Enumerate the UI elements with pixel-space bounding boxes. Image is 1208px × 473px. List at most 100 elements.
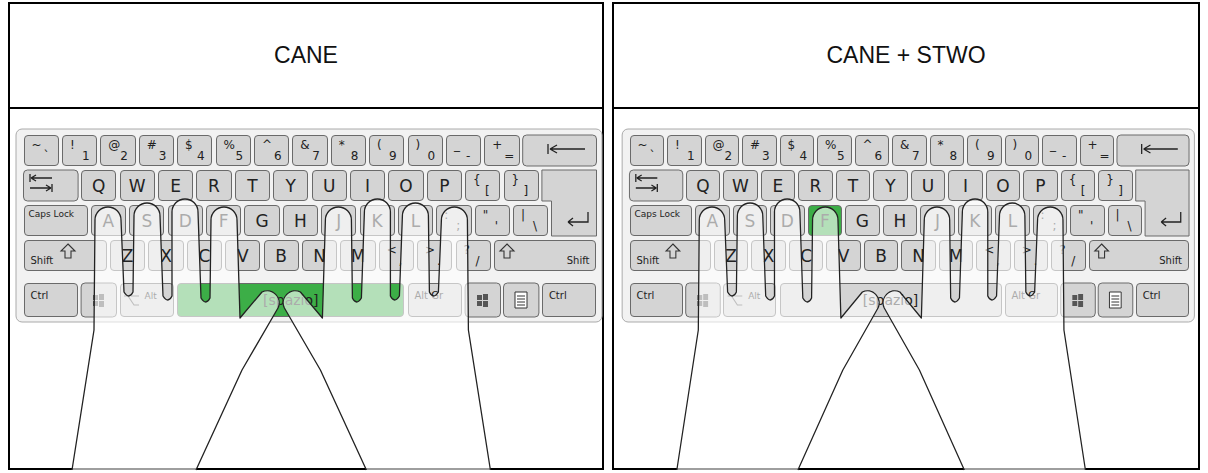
key-label: : bbox=[1041, 209, 1045, 221]
windows-key bbox=[465, 283, 500, 317]
keyboard-key: X bbox=[148, 240, 183, 271]
key-label: W bbox=[724, 177, 757, 194]
key-label: - bbox=[466, 150, 470, 162]
keyboard-key: Z bbox=[110, 240, 145, 271]
keyboard-key: Shift bbox=[24, 240, 107, 271]
key-label: _ bbox=[1050, 139, 1056, 151]
keyboard-key: _- bbox=[1042, 135, 1077, 166]
key-label: / bbox=[476, 255, 480, 267]
key-label: Q bbox=[687, 177, 720, 194]
key-label: O bbox=[987, 177, 1020, 194]
keyboard-key: I bbox=[948, 170, 983, 201]
keyboard-key: Shift bbox=[494, 240, 597, 271]
key-label: , bbox=[399, 255, 403, 267]
key-label: ` bbox=[44, 150, 50, 162]
keyboard-key: Y bbox=[273, 170, 308, 201]
key-label: P bbox=[428, 177, 461, 194]
key-label: ; bbox=[456, 220, 460, 232]
tab-icon bbox=[30, 174, 52, 192]
keyboard-key: M bbox=[340, 240, 375, 271]
keyboard-key: Q bbox=[81, 170, 116, 201]
keyboard-key: P bbox=[1023, 170, 1058, 201]
keyboard-key: *8 bbox=[930, 135, 965, 166]
keyboard-key: O bbox=[388, 170, 423, 201]
key-label: V bbox=[226, 247, 259, 264]
key-label: ~ bbox=[32, 139, 42, 151]
keyboard-static bbox=[16, 129, 602, 322]
key-label: 0 bbox=[1025, 150, 1033, 162]
key-label: A bbox=[92, 212, 125, 229]
right-hand bbox=[283, 199, 490, 470]
keyboard-key: J bbox=[920, 205, 955, 236]
keyboard-key: }] bbox=[504, 170, 539, 201]
key-label: { bbox=[1069, 174, 1077, 186]
key-label: C bbox=[188, 247, 221, 264]
keyboard-key: ?/ bbox=[456, 240, 491, 271]
key-label: Alt bbox=[145, 292, 157, 301]
key-label: R bbox=[799, 177, 832, 194]
keyboard-key: Caps Lock bbox=[630, 205, 693, 236]
keyboard-key: @2 bbox=[100, 135, 135, 166]
keyboard-key: "' bbox=[475, 205, 510, 236]
key-label: U bbox=[313, 177, 346, 194]
keyboard-key: $4 bbox=[780, 135, 815, 166]
key-label: K bbox=[959, 212, 992, 229]
keyboard-key: %5 bbox=[216, 135, 251, 166]
key-label: ' bbox=[1090, 220, 1093, 232]
keyboard-key: += bbox=[1080, 135, 1115, 166]
keyboard-key: N bbox=[901, 240, 936, 271]
key-label: Ctrl bbox=[549, 291, 567, 301]
keyboard-key: #3 bbox=[742, 135, 777, 166]
keyboard-key: Shift bbox=[1089, 240, 1189, 271]
key-label: T bbox=[837, 177, 870, 194]
key-label: P bbox=[1024, 177, 1057, 194]
key-label: 1 bbox=[82, 150, 90, 162]
keyboard-key: !1 bbox=[667, 135, 702, 166]
key-label: # bbox=[147, 139, 157, 151]
tab-key bbox=[24, 170, 79, 201]
key-label: : bbox=[444, 209, 448, 221]
keyboard-key: L bbox=[995, 205, 1030, 236]
keyboard-key: W bbox=[120, 170, 155, 201]
keyboard-key: (9 bbox=[369, 135, 404, 166]
key-label: B bbox=[865, 247, 898, 264]
key-label: 3 bbox=[762, 150, 770, 162]
key-label: F bbox=[207, 212, 240, 229]
key-label: $ bbox=[185, 139, 193, 151]
key-label: L bbox=[996, 212, 1029, 229]
key-label: [ bbox=[1081, 185, 1086, 197]
keyboard-key: &7 bbox=[892, 135, 927, 166]
key-label: 6 bbox=[875, 150, 883, 162]
key-label: Ctrl bbox=[637, 291, 655, 301]
key-label: E bbox=[762, 177, 795, 194]
key-label: % bbox=[825, 139, 836, 151]
keyboard-key: Alt Gr bbox=[408, 283, 463, 317]
keyboard-key: Alt bbox=[723, 283, 776, 317]
keyboard-key: _- bbox=[446, 135, 481, 166]
key-label: Z bbox=[715, 247, 748, 264]
keyboard-key: F bbox=[206, 205, 241, 236]
key-label: ! bbox=[70, 139, 75, 151]
highlighted-key: F bbox=[808, 205, 843, 236]
key-label: D bbox=[771, 212, 804, 229]
key-label: ' bbox=[495, 220, 498, 232]
backspace-key bbox=[523, 135, 597, 166]
key-label: ~ bbox=[638, 139, 648, 151]
key-label: } bbox=[1106, 174, 1114, 186]
key-label: T bbox=[236, 177, 269, 194]
keyboard-key: ^6 bbox=[254, 135, 289, 166]
keyboard-key: %5 bbox=[817, 135, 852, 166]
key-label: ) bbox=[1013, 139, 1018, 151]
keyboard-key: G bbox=[244, 205, 279, 236]
hands-and-icons bbox=[61, 199, 514, 470]
key-label: | bbox=[521, 209, 525, 221]
keyboard-key: E bbox=[761, 170, 796, 201]
title-text: CANE + STWO bbox=[826, 42, 985, 69]
key-label: Y bbox=[274, 177, 307, 194]
key-label: ] bbox=[524, 185, 529, 197]
keyboard-key: X bbox=[751, 240, 786, 271]
key-label: R bbox=[197, 177, 230, 194]
key-label: < bbox=[984, 244, 994, 256]
key-label: L bbox=[399, 212, 432, 229]
keyboard-key: *8 bbox=[331, 135, 366, 166]
